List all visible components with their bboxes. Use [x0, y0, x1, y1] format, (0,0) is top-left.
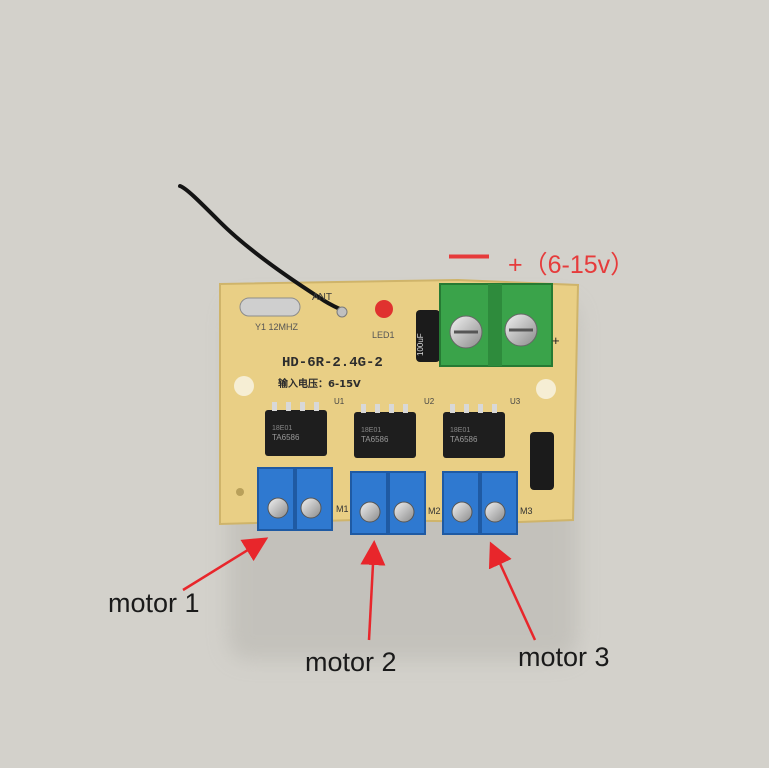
positive-voltage-label: +（6-15v） [508, 251, 636, 279]
driver-ic-2: TA6586 18E01 U2 [354, 397, 435, 458]
motor-terminal-3: M3 [442, 471, 533, 535]
ic-ref: U2 [424, 397, 435, 406]
mounting-hole [234, 376, 254, 396]
motor-terminal-1: M1 [257, 467, 349, 531]
chip-code: 18E01 [361, 427, 381, 434]
motor-ref: M3 [520, 506, 533, 516]
motor-ref: M2 [428, 506, 441, 516]
chip-mark: TA6586 [450, 435, 478, 444]
capacitor-label: 100uF [416, 333, 425, 356]
driver-ic-1: TA6586 18E01 U1 [265, 397, 345, 456]
model-silkscreen: HD-6R-2.4G-2 [282, 355, 383, 371]
arrow-motor-2 [360, 540, 386, 641]
driver-ic-3: TA6586 18E01 U3 [443, 397, 521, 458]
motor-ref: M1 [336, 504, 349, 514]
chip-mark: TA6586 [361, 435, 389, 444]
led-label: LED1 [372, 330, 395, 340]
mounting-hole [536, 379, 556, 399]
electrolytic-capacitor [416, 310, 440, 362]
crystal-label: Y1 12MHZ [255, 322, 299, 332]
motor-1-label: motor 1 [108, 588, 200, 618]
red-led [375, 300, 393, 318]
ant-label: ANT [312, 292, 332, 303]
ic-pins [272, 402, 497, 413]
electrolytic-capacitor-2 [530, 432, 554, 490]
plus-mark: + [552, 333, 560, 348]
antenna-pad [336, 306, 348, 318]
motor-3-label: motor 3 [518, 642, 610, 672]
arrow-motor-3 [488, 541, 537, 641]
motor-terminal-2: M2 [350, 471, 441, 535]
chip-code: 18E01 [272, 425, 292, 432]
motor-2-label: motor 2 [305, 647, 397, 677]
ic-ref: U1 [334, 397, 345, 406]
negative-terminal-label: — [449, 232, 489, 276]
via-hole [236, 488, 244, 496]
crystal-oscillator [239, 297, 301, 317]
voltage-silkscreen: 输入电压：6-15V [278, 377, 361, 390]
antenna-wire [178, 184, 344, 312]
chip-mark: TA6586 [272, 433, 300, 442]
ic-ref: U3 [510, 397, 521, 406]
power-terminal-divider [488, 284, 502, 366]
chip-code: 18E01 [450, 427, 470, 434]
arrow-motor-1 [182, 537, 269, 592]
